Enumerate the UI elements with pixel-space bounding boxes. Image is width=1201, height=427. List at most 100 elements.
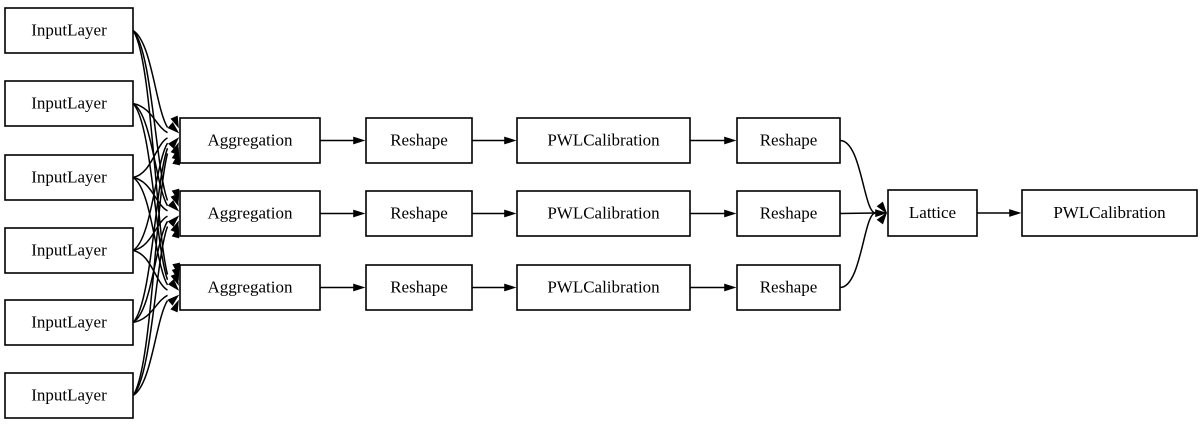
edge-pwl_1-to-rs2_1 [690, 209, 737, 218]
edge-input_5-to-agg_2 [132, 299, 179, 397]
arrowhead-6 [167, 137, 180, 149]
node-box-input_1[interactable] [4, 80, 134, 127]
edge-line-9 [132, 142, 169, 252]
arrowhead-18 [353, 136, 366, 145]
arrowhead-11 [167, 279, 180, 291]
edge-line-5 [132, 102, 169, 280]
node-box-rs2_0[interactable] [736, 117, 841, 164]
node-input_5[interactable]: InputLayer [4, 372, 134, 419]
edge-line-0 [132, 29, 169, 128]
edge-line-14 [132, 294, 168, 324]
edge-line-1 [132, 29, 169, 201]
node-pwl_1[interactable]: PWLCalibration [516, 190, 691, 237]
node-box-rs1_0[interactable] [365, 117, 473, 164]
node-rs2_0[interactable]: Reshape [736, 117, 841, 164]
edge-agg_0-to-rs1_0 [320, 136, 366, 145]
edge-line-28 [839, 212, 876, 215]
edge-agg_1-to-rs1_1 [320, 209, 366, 218]
edge-rs2_2-to-lattice [839, 212, 888, 289]
node-box-rs2_1[interactable] [736, 190, 841, 237]
edge-line-10 [132, 215, 168, 252]
arrowhead-19 [353, 209, 366, 218]
node-input_4[interactable]: InputLayer [4, 299, 134, 346]
arrowhead-30 [1009, 209, 1022, 217]
node-box-agg_1[interactable] [179, 190, 321, 237]
node-rs2_1[interactable]: Reshape [736, 190, 841, 237]
edge-line-7 [132, 176, 168, 212]
node-box-lattice[interactable] [887, 189, 978, 237]
node-box-input_4[interactable] [4, 299, 134, 346]
edge-line-27 [839, 139, 876, 214]
arrowhead-25 [724, 209, 737, 218]
edge-line-11 [132, 249, 168, 291]
arrowhead-28 [875, 209, 888, 218]
arrowhead-22 [504, 209, 517, 218]
node-input_0[interactable]: InputLayer [4, 7, 134, 54]
node-pwl_0[interactable]: PWLCalibration [516, 117, 691, 164]
node-input_2[interactable]: InputLayer [4, 154, 134, 201]
node-input_3[interactable]: InputLayer [4, 227, 134, 274]
arrowhead-17 [170, 299, 179, 313]
node-box-agg_2[interactable] [179, 264, 321, 311]
edge-layer [132, 29, 1022, 397]
node-pwl_2[interactable]: PWLCalibration [516, 264, 691, 311]
edge-rs1_0-to-pwl_0 [472, 136, 517, 145]
node-rs1_2[interactable]: Reshape [365, 264, 473, 311]
edge-input_2-to-agg_2 [132, 176, 179, 286]
arrowhead-16 [171, 225, 180, 239]
edge-pwl_2-to-rs2_2 [690, 283, 737, 292]
arrowhead-26 [724, 283, 737, 292]
edge-line-8 [132, 176, 169, 286]
edge-input_5-to-agg_1 [132, 225, 180, 397]
node-box-agg_0[interactable] [179, 117, 321, 164]
arrowhead-4 [170, 193, 179, 207]
edge-agg_2-to-rs1_2 [320, 283, 366, 292]
node-box-input_0[interactable] [4, 7, 134, 54]
node-rs2_2[interactable]: Reshape [736, 264, 841, 311]
arrowhead-27 [876, 201, 888, 214]
node-box-rs1_2[interactable] [365, 264, 473, 311]
edge-line-17 [132, 300, 169, 397]
edge-line-6 [132, 137, 168, 179]
node-agg_2[interactable]: Aggregation [179, 264, 321, 311]
node-agg_1[interactable]: Aggregation [179, 190, 321, 237]
arrowhead-10 [167, 215, 180, 227]
edge-line-4 [132, 102, 169, 207]
node-box-rs2_2[interactable] [736, 264, 841, 311]
edge-input_2-to-agg_0 [132, 137, 180, 179]
node-rs1_0[interactable]: Reshape [365, 117, 473, 164]
node-box-input_5[interactable] [4, 372, 134, 419]
edge-input_4-to-agg_2 [132, 294, 180, 324]
edge-input_2-to-agg_1 [132, 176, 180, 212]
edge-rs2_0-to-lattice [839, 139, 888, 214]
edge-line-12 [132, 148, 169, 324]
edge-input_1-to-agg_0 [132, 102, 180, 134]
node-box-input_2[interactable] [4, 154, 134, 201]
arrowhead-0 [170, 115, 179, 129]
node-box-input_3[interactable] [4, 227, 134, 274]
node-box-rs1_1[interactable] [365, 190, 473, 237]
edge-input_3-to-agg_1 [132, 215, 180, 252]
edge-line-2 [132, 30, 169, 275]
edge-line-29 [839, 212, 876, 289]
node-box-out_pwl[interactable] [1021, 189, 1198, 237]
edge-input_3-to-agg_2 [132, 249, 180, 291]
arrowhead-21 [504, 136, 517, 145]
arrowhead-7 [167, 200, 180, 212]
arrowhead-20 [353, 283, 366, 292]
node-input_1[interactable]: InputLayer [4, 80, 134, 127]
node-out_pwl[interactable]: PWLCalibration [1021, 189, 1198, 237]
arrowhead-29 [876, 212, 888, 225]
edge-input_1-to-agg_1 [132, 102, 179, 207]
node-agg_0[interactable]: Aggregation [179, 117, 321, 164]
node-lattice[interactable]: Lattice [887, 189, 978, 237]
node-box-pwl_0[interactable] [516, 117, 691, 164]
edge-line-16 [132, 226, 169, 397]
node-rs1_1[interactable]: Reshape [365, 190, 473, 237]
node-box-pwl_2[interactable] [516, 264, 691, 311]
node-box-pwl_1[interactable] [516, 190, 691, 237]
arrowhead-23 [504, 283, 517, 292]
arrowhead-15 [172, 152, 181, 166]
edge-line-3 [132, 102, 168, 134]
